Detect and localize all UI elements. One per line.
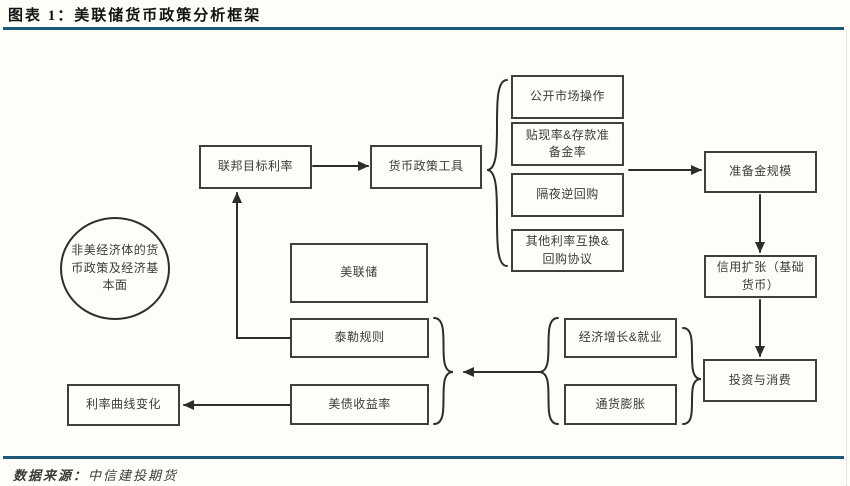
- brace-macro-to-investment: [682, 327, 702, 425]
- data-source: 数据来源：中信建投期货: [13, 465, 178, 484]
- figure-title: 图表 1：美联储货币政策分析框架: [8, 8, 262, 24]
- title-rule: [3, 27, 844, 30]
- node-overnight-reverse-repo: 隔夜逆回购: [511, 173, 624, 217]
- footer-rule: [3, 456, 844, 459]
- brace-policy-tools-group: [486, 79, 508, 267]
- node-yield-curve-change: 利率曲线变化: [67, 384, 180, 426]
- page-right-dotted-border: [846, 31, 847, 486]
- brace-macro-group-left: [538, 317, 559, 425]
- node-investment-consumption: 投资与消费: [703, 359, 817, 402]
- brace-rule-group: [433, 317, 454, 425]
- data-source-label: 数据来源：: [13, 468, 89, 483]
- node-open-market-operations: 公开市场操作: [511, 75, 624, 119]
- node-taylor-rule: 泰勒规则: [290, 318, 429, 358]
- node-treasury-yield: 美债收益率: [290, 384, 429, 425]
- node-reserve-scale: 准备金规模: [704, 151, 817, 193]
- node-growth-employment: 经济增长&就业: [564, 318, 677, 358]
- node-other-swaps-repo: 其他利率互换& 回购协议: [511, 229, 624, 272]
- node-policy-tools: 货币政策工具: [370, 145, 482, 189]
- node-federal-reserve: 美联储: [290, 243, 428, 303]
- node-discount-reserve-ratio: 贴现率&存款准 备金率: [511, 122, 624, 166]
- node-non-us-economies: 非美经济体的货 币政策及经济基 本面: [60, 217, 170, 320]
- data-source-value: 中信建投期货: [88, 468, 179, 483]
- node-inflation: 通货膨胀: [564, 384, 677, 425]
- arrow-taylor-to-target-rate: [232, 192, 291, 339]
- node-credit-expansion: 信用扩张（基础 货币）: [704, 255, 817, 298]
- node-fed-target-rate: 联邦目标利率: [199, 145, 312, 189]
